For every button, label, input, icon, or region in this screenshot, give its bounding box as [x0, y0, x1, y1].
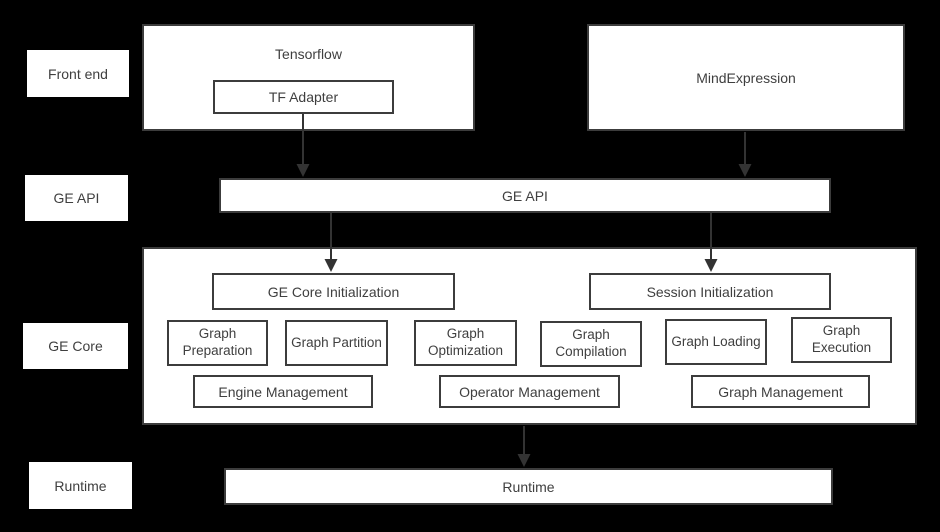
tensorflow-title: Tensorflow: [275, 46, 342, 62]
operator-management-box: Operator Management: [439, 375, 620, 408]
row-label-runtime: Runtime: [29, 462, 132, 509]
graph-loading-box: Graph Loading: [665, 319, 767, 365]
engine-management-box: Engine Management: [193, 375, 373, 408]
runtime-bar: Runtime: [224, 468, 833, 505]
tensorflow-box: Tensorflow TF Adapter: [142, 24, 475, 131]
session-initialization-box: Session Initialization: [589, 273, 831, 310]
graph-preparation-box: Graph Preparation: [167, 320, 268, 366]
ge-core-initialization-box: GE Core Initialization: [212, 273, 455, 310]
graph-partition-box: Graph Partition: [285, 320, 388, 366]
ge-core-box: GE Core Initialization Session Initializ…: [142, 247, 917, 425]
row-label-ge-api: GE API: [25, 175, 128, 221]
graph-execution-box: Graph Execution: [791, 317, 892, 363]
arrow-mindexpression-to-geapi: [738, 132, 752, 177]
graph-management-box: Graph Management: [691, 375, 870, 408]
arrow-gecore-to-runtime: [517, 426, 531, 467]
ge-api-bar: GE API: [219, 178, 831, 213]
tf-adapter-box: TF Adapter: [213, 80, 394, 114]
graph-optimization-box: Graph Optimization: [414, 320, 517, 366]
row-label-ge-core: GE Core: [23, 323, 128, 369]
graph-compilation-box: Graph Compilation: [540, 321, 642, 367]
mindexpression-box: MindExpression: [587, 24, 905, 131]
row-label-front-end: Front end: [27, 50, 129, 97]
